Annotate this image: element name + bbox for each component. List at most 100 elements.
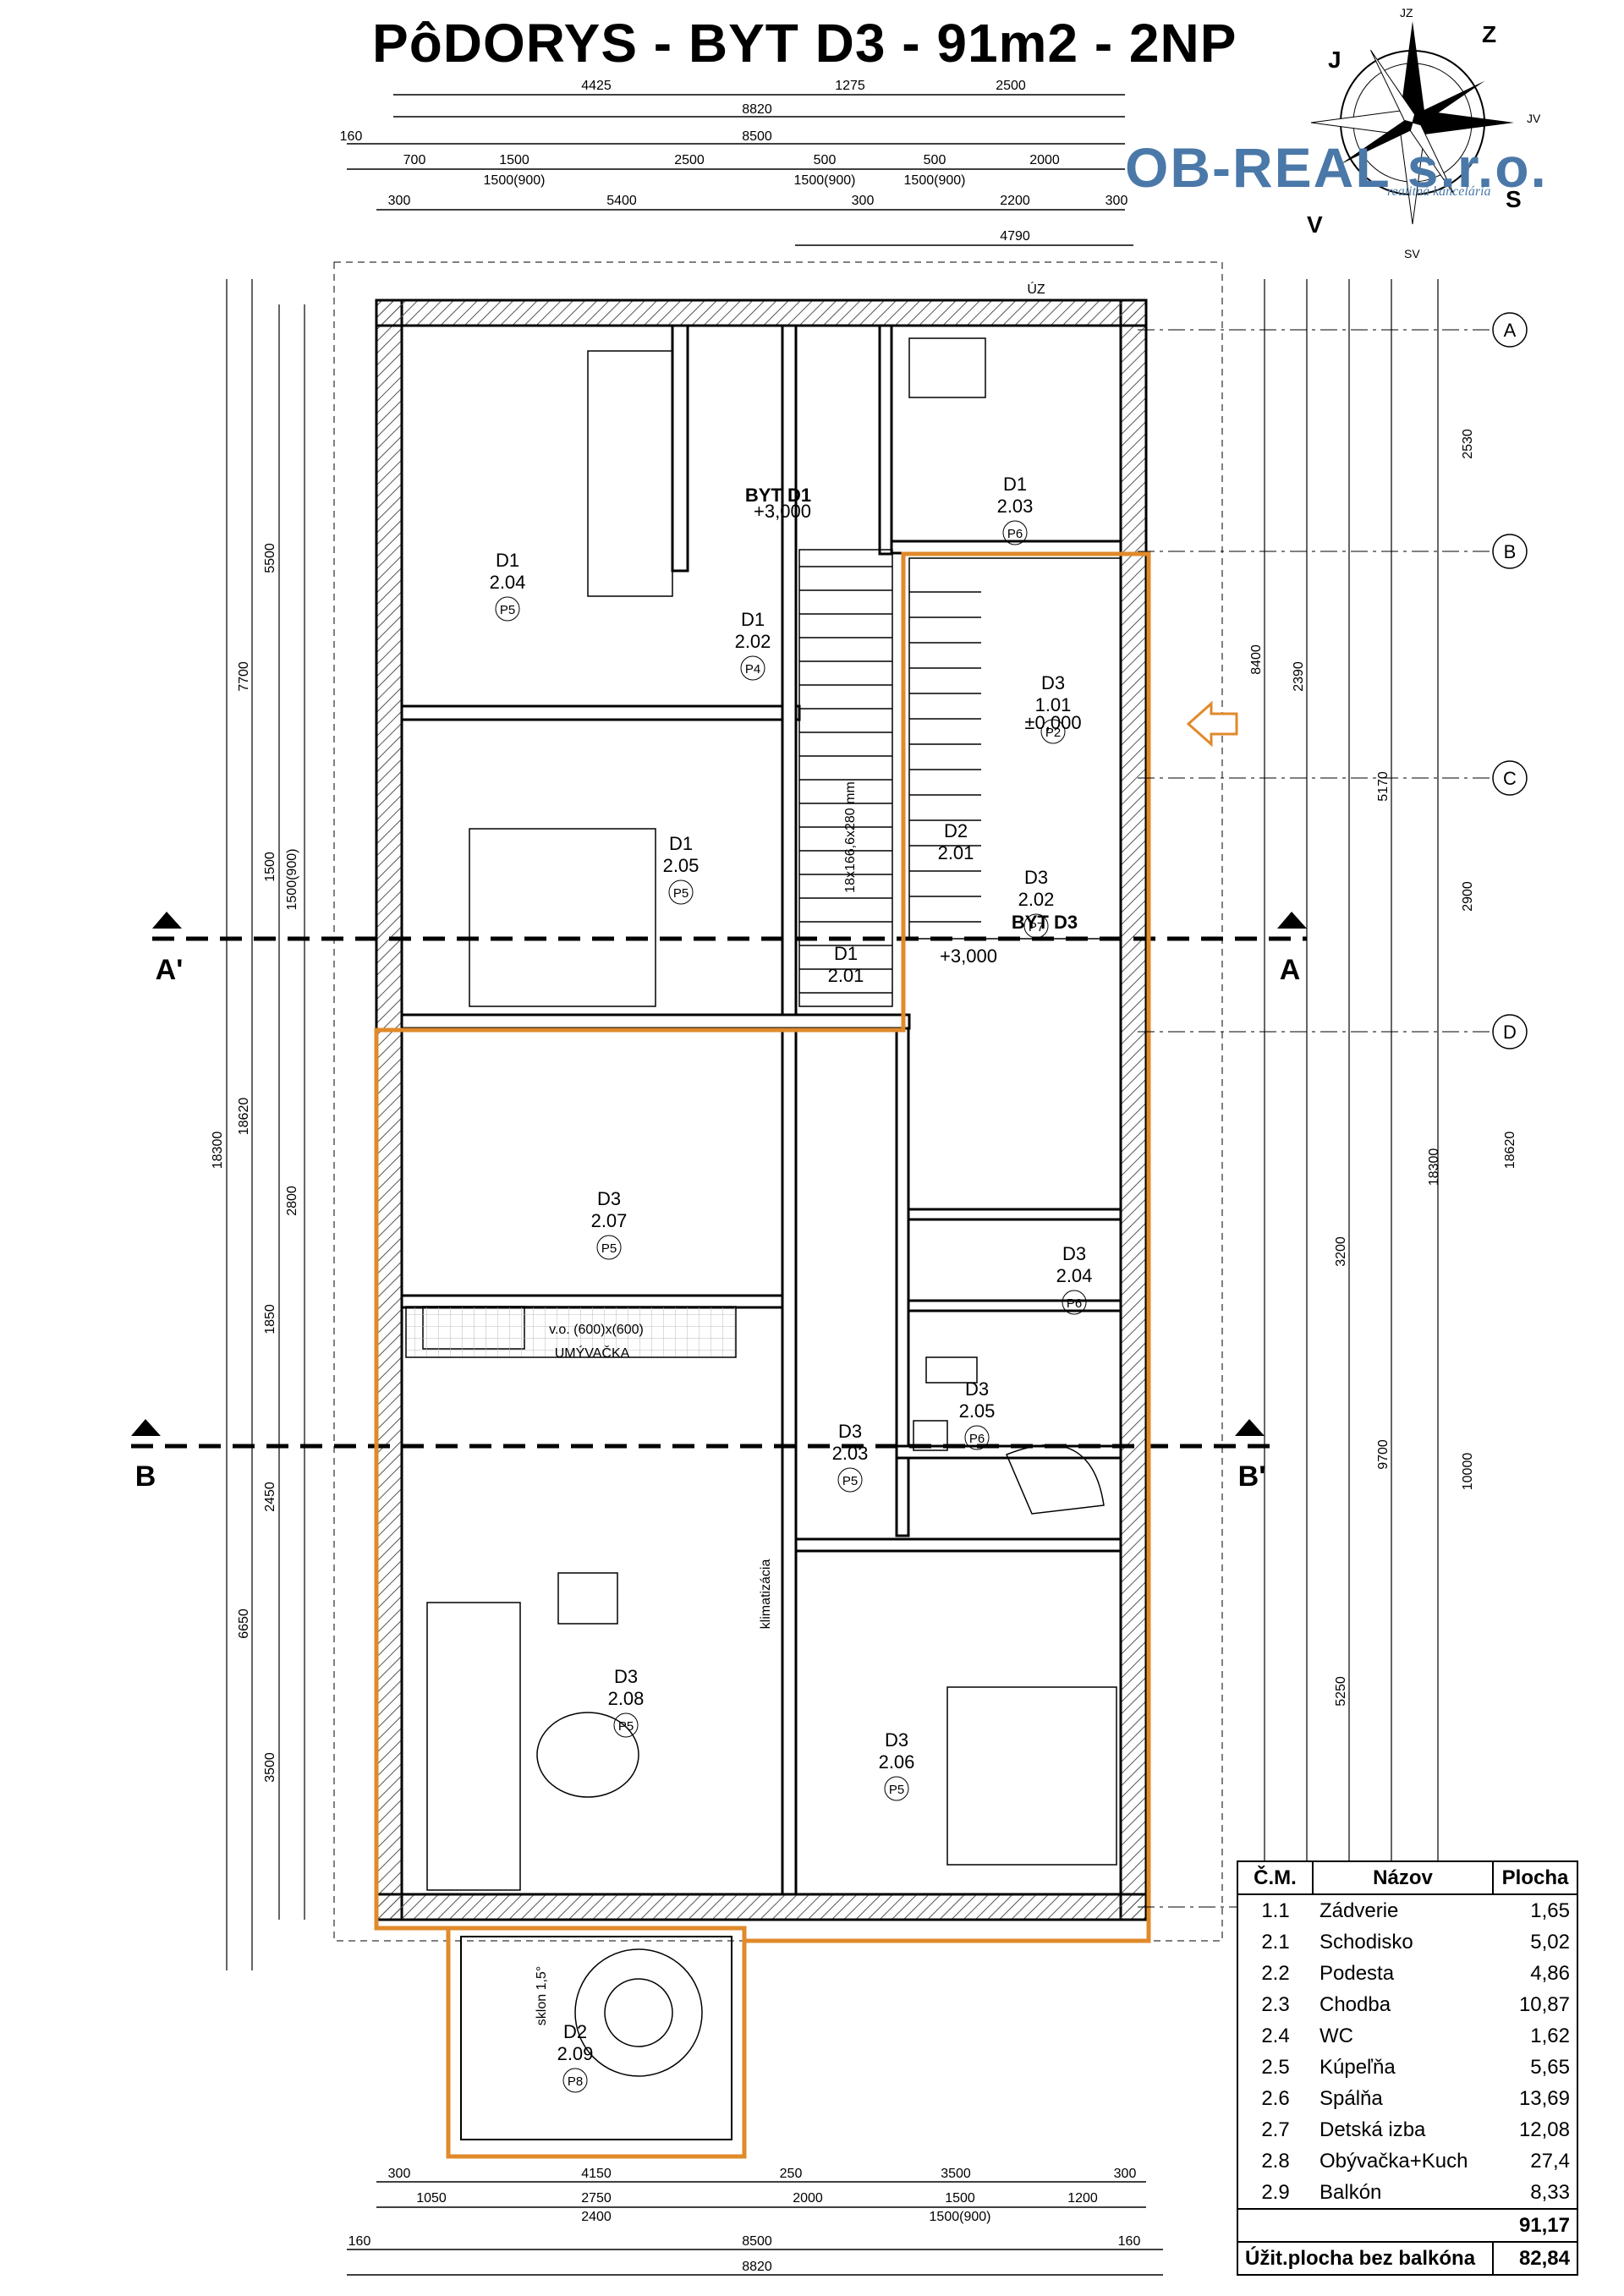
dim-dims_right-6: 18300 bbox=[1427, 1148, 1441, 1186]
legend-cell-name: Detská izba bbox=[1320, 2118, 1426, 2141]
svg-text:1500: 1500 bbox=[945, 2191, 975, 2206]
compass-sv: SV bbox=[1404, 247, 1420, 260]
svg-text:B: B bbox=[1504, 541, 1517, 562]
svg-text:2.02: 2.02 bbox=[1018, 889, 1055, 910]
svg-text:2.06: 2.06 bbox=[879, 1751, 915, 1773]
legend-cell-area: 5,65 bbox=[1493, 2052, 1578, 2083]
drawing-title: PôDORYS - BYT D3 - 91m2 - 2NP bbox=[372, 13, 1237, 74]
svg-text:2.05: 2.05 bbox=[959, 1400, 996, 1422]
svg-text:8820: 8820 bbox=[742, 2260, 772, 2274]
dim-dims_right-9: 3200 bbox=[1334, 1236, 1348, 1267]
svg-text:P8: P8 bbox=[568, 2074, 583, 2089]
dim-dims_left-5: 18300 bbox=[211, 1132, 225, 1170]
axis-d: D bbox=[1138, 1014, 1528, 1049]
svg-text:8500: 8500 bbox=[742, 2234, 772, 2249]
legend-total-label: Úžit.plocha bez balkóna bbox=[1237, 2241, 1494, 2276]
svg-text:P5: P5 bbox=[500, 603, 515, 617]
svg-text:160: 160 bbox=[348, 2234, 371, 2249]
note-kitchen: v.o. (600)x(600) bbox=[549, 1323, 644, 1337]
dim-dims_left-1: 7700 bbox=[237, 661, 251, 692]
section-markers: A' A B B' bbox=[131, 912, 1307, 1493]
svg-text:2000: 2000 bbox=[793, 2191, 823, 2206]
svg-text:700: 700 bbox=[403, 153, 426, 167]
note-balcony-slope: sklon 1,5° bbox=[535, 1966, 549, 2025]
dim-dims_left-6: 2800 bbox=[285, 1186, 299, 1216]
dim-dims_right-2: 2390 bbox=[1292, 661, 1306, 692]
dim-dims_right-7: 9700 bbox=[1376, 1439, 1391, 1470]
dimensions-top-text: 4425 1275 2500 8820 160 8500 700 1500 25… bbox=[340, 79, 1128, 244]
svg-text:3500: 3500 bbox=[941, 2167, 971, 2181]
grid-axes: ABCDE bbox=[1138, 312, 1528, 1925]
legend-header-name: Názov bbox=[1312, 1860, 1494, 1895]
legend-subtotal: 91,17 bbox=[1493, 2208, 1578, 2243]
svg-text:D3: D3 bbox=[1024, 867, 1048, 888]
svg-text:1.01: 1.01 bbox=[1035, 694, 1072, 715]
svg-text:2500: 2500 bbox=[674, 153, 705, 167]
svg-text:5400: 5400 bbox=[606, 194, 637, 208]
legend-cell-name: Schodisko bbox=[1320, 1930, 1413, 1954]
legend-cell-area: 8,33 bbox=[1493, 2177, 1578, 2209]
apartment-label-d3: BYT D3 bbox=[1012, 912, 1078, 933]
svg-text:4425: 4425 bbox=[581, 79, 612, 93]
legend-cell-area: 5,02 bbox=[1493, 1926, 1578, 1958]
compass-jv: JV bbox=[1527, 112, 1541, 125]
dim-dims_left-7: 1850 bbox=[263, 1304, 277, 1334]
svg-text:2750: 2750 bbox=[581, 2191, 612, 2206]
dim-dims_left-0: 5500 bbox=[263, 543, 277, 573]
compass-z: Z bbox=[1482, 21, 1496, 47]
svg-text:300: 300 bbox=[388, 194, 411, 208]
compass-j: J bbox=[1328, 47, 1341, 73]
svg-text:D1: D1 bbox=[741, 609, 765, 630]
svg-text:2.03: 2.03 bbox=[997, 496, 1034, 517]
dim-dims_left-2: 1500 bbox=[263, 852, 277, 882]
dimensions-left bbox=[226, 279, 305, 1970]
legend-cell-name: Obývačka+Kuch bbox=[1320, 2149, 1468, 2173]
dimensions-right bbox=[1264, 279, 1439, 1945]
svg-text:P5: P5 bbox=[618, 1719, 634, 1734]
svg-text:D3: D3 bbox=[838, 1421, 862, 1442]
note-stairs: 18x166,6x280 mm bbox=[843, 781, 858, 893]
legend-cell-area: 4,86 bbox=[1493, 1958, 1578, 1989]
legend-cell-name: Podesta bbox=[1320, 1961, 1395, 1985]
axis-c: C bbox=[1138, 760, 1528, 796]
room-label-d2-201: D22.01 bbox=[938, 820, 974, 863]
svg-text:2200: 2200 bbox=[1000, 194, 1030, 208]
legend-cell-name: Spálňa bbox=[1320, 2086, 1383, 2110]
level-d1: +3,000 bbox=[754, 501, 811, 522]
svg-text:D1: D1 bbox=[669, 833, 693, 854]
svg-text:250: 250 bbox=[780, 2167, 803, 2181]
legend-cell-area: 1,62 bbox=[1493, 2020, 1578, 2052]
dimensions-top bbox=[347, 94, 1133, 246]
axis-a: A bbox=[1138, 312, 1528, 348]
dim-dims_right-1: 8400 bbox=[1249, 644, 1264, 675]
svg-text:300: 300 bbox=[1114, 2167, 1137, 2181]
svg-text:2.08: 2.08 bbox=[608, 1688, 645, 1709]
company-logo-subtitle: realitná kancelária bbox=[1387, 184, 1491, 199]
company-logo: OB-REAL s.r.o. bbox=[1125, 136, 1548, 199]
svg-text:300: 300 bbox=[852, 194, 875, 208]
legend-cell-cm: 2.7 bbox=[1237, 2114, 1313, 2145]
legend-cell-cm: 2.9 bbox=[1237, 2177, 1313, 2209]
room-label-d1-201: D12.01 bbox=[828, 943, 864, 986]
svg-text:4150: 4150 bbox=[581, 2167, 612, 2181]
legend-cell-cm: 2.5 bbox=[1237, 2052, 1313, 2083]
legend-cell-name: WC bbox=[1320, 2024, 1353, 2047]
svg-text:2500: 2500 bbox=[996, 79, 1026, 93]
svg-text:2.01: 2.01 bbox=[828, 965, 864, 986]
